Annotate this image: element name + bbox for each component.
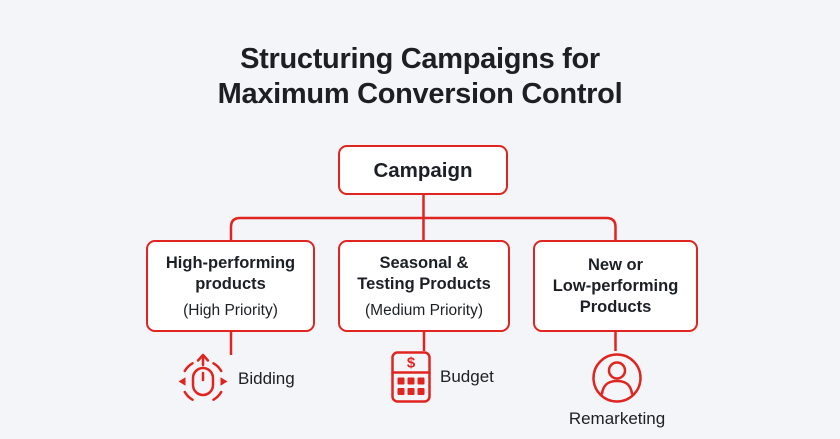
legend-label-remarketing: Remarketing <box>568 409 666 428</box>
page-title: Structuring Campaigns for Maximum Conver… <box>217 43 623 110</box>
legend-budget: $ Budget <box>391 351 494 403</box>
dollar-glyph: $ <box>407 355 416 372</box>
calculator-icon: $ <box>391 351 431 403</box>
person-icon <box>592 353 642 403</box>
node-title: New or Low-performing Products <box>552 255 679 316</box>
node-high-performing-products: High-performing products (High Priority) <box>146 240 315 332</box>
legend-label-bidding: Bidding <box>238 369 295 388</box>
node-new-low-performing-products: New or Low-performing Products <box>533 240 698 332</box>
node-subtitle: (High Priority) <box>183 301 278 319</box>
legend-label-budget: Budget <box>440 367 494 386</box>
node-subtitle: (Medium Priority) <box>365 301 483 319</box>
legend-remarketing: Remarketing <box>565 352 669 429</box>
node-title: High-performing products <box>165 253 296 293</box>
node-title: Seasonal & Testing Products <box>357 253 491 293</box>
node-campaign: Campaign <box>338 145 508 195</box>
legend-bidding: Bidding <box>177 351 295 407</box>
node-seasonal-testing-products: Seasonal & Testing Products (Medium Prio… <box>338 240 510 332</box>
mouse-drag-icon <box>178 353 228 401</box>
connector-branch-rail <box>229 216 617 241</box>
node-campaign-label: Campaign <box>373 158 473 182</box>
